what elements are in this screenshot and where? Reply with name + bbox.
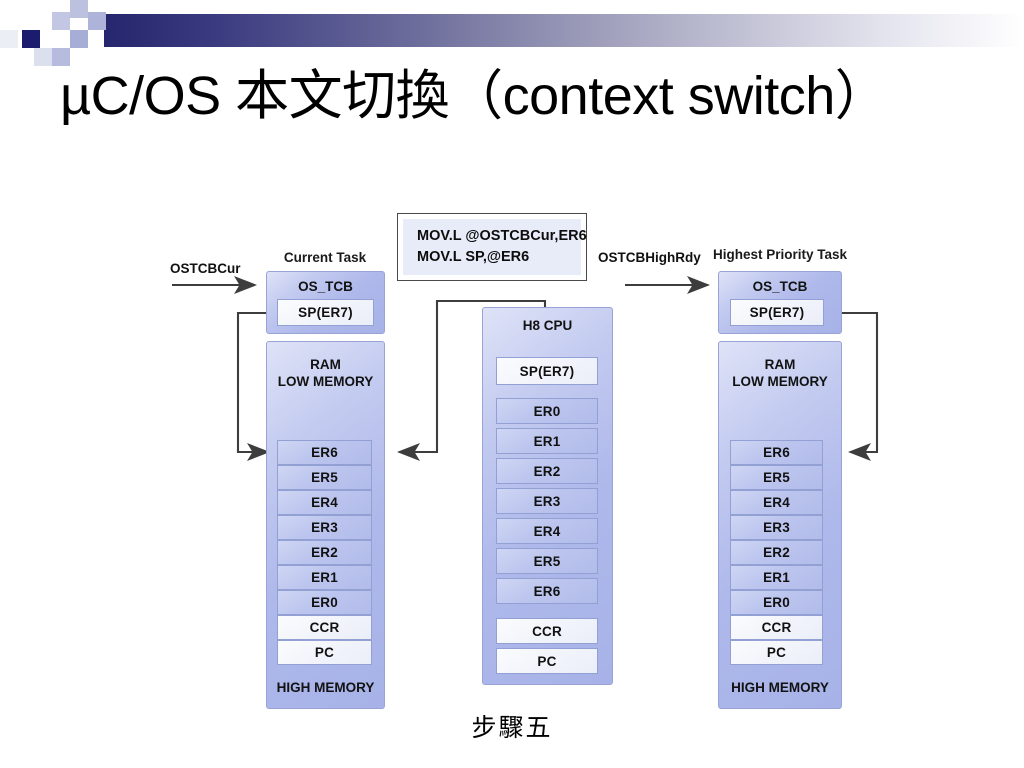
current-task-sp-cell: SP(ER7) <box>277 299 374 326</box>
decorative-square-3 <box>34 48 52 66</box>
cpu-flag-pc: PC <box>496 648 598 674</box>
cpu-register-er4: ER4 <box>496 518 598 544</box>
current-task-tcb-title: OS_TCB <box>298 279 353 294</box>
current-task-ram-footer: HIGH MEMORY <box>276 680 375 695</box>
page-title: µC/OS 本文切換（context switch） <box>60 66 889 126</box>
instruction-box: MOV.L @OSTCBCur,ER6 MOV.L SP,@ER6 <box>397 213 587 281</box>
highest-task-stack-cell-er0: ER0 <box>730 590 823 615</box>
current-task-stack-cell-er5: ER5 <box>277 465 372 490</box>
slide-caption: 步驟五 <box>471 714 553 742</box>
header-gradient-bar <box>104 14 1024 47</box>
highest-task-stack-cell-er6: ER6 <box>730 440 823 465</box>
highest-task-stack-cell-pc: PC <box>730 640 823 665</box>
current-task-stack-cell-er4: ER4 <box>277 490 372 515</box>
highest-task-ram-title: RAM LOW MEMORY <box>732 357 828 390</box>
highest-task-stack-cell-er4: ER4 <box>730 490 823 515</box>
label-current-task: Current Task <box>283 250 367 265</box>
current-task-stack-cell-er0: ER0 <box>277 590 372 615</box>
highest-task-stack-cell-er2: ER2 <box>730 540 823 565</box>
decorative-square-0 <box>22 30 40 48</box>
highest-task-stack-cell-er1: ER1 <box>730 565 823 590</box>
instruction-line-2: MOV.L SP,@ER6 <box>417 249 530 265</box>
decorative-square-6 <box>88 12 106 30</box>
highest-task-tcb-title: OS_TCB <box>752 279 808 294</box>
current-task-stack-cell-er2: ER2 <box>277 540 372 565</box>
current-task-stack-cell-ccr: CCR <box>277 615 372 640</box>
current-task-ram-title: RAM LOW MEMORY <box>277 357 374 390</box>
decorative-square-7 <box>0 30 18 48</box>
highest-task-sp-cell: SP(ER7) <box>730 299 824 326</box>
highest-task-stack-cell-er5: ER5 <box>730 465 823 490</box>
cpu-register-er1: ER1 <box>496 428 598 454</box>
decorative-square-1 <box>52 12 70 30</box>
highest-task-stack-cell-ccr: CCR <box>730 615 823 640</box>
cpu-register-er2: ER2 <box>496 458 598 484</box>
current-task-stack-cell-er3: ER3 <box>277 515 372 540</box>
label-ostcbhighrdy: OSTCBHighRdy <box>598 250 701 265</box>
cpu-sp-cell: SP(ER7) <box>496 357 598 385</box>
context-switch-diagram: MOV.L @OSTCBCur,ER6 MOV.L SP,@ER6 OSTCBC… <box>0 205 1024 768</box>
label-ostcbcur: OSTCBCur <box>170 261 241 276</box>
cpu-flag-ccr: CCR <box>496 618 598 644</box>
current-task-stack-cell-er1: ER1 <box>277 565 372 590</box>
header-decoration <box>0 0 1024 66</box>
cpu-title: H8 CPU <box>522 318 573 333</box>
decorative-square-2 <box>52 48 70 66</box>
highest-task-stack-cell-er3: ER3 <box>730 515 823 540</box>
cpu-register-er3: ER3 <box>496 488 598 514</box>
cpu-register-er5: ER5 <box>496 548 598 574</box>
cpu-register-er0: ER0 <box>496 398 598 424</box>
highest-task-ram-footer: HIGH MEMORY <box>731 680 829 695</box>
current-task-stack-cell-er6: ER6 <box>277 440 372 465</box>
decorative-square-5 <box>70 30 88 48</box>
cpu-register-er6: ER6 <box>496 578 598 604</box>
instruction-line-1: MOV.L @OSTCBCur,ER6 <box>417 227 587 244</box>
decorative-square-4 <box>70 0 88 18</box>
current-task-stack-cell-pc: PC <box>277 640 372 665</box>
label-highest-priority-task: Highest Priority Task <box>712 247 848 262</box>
